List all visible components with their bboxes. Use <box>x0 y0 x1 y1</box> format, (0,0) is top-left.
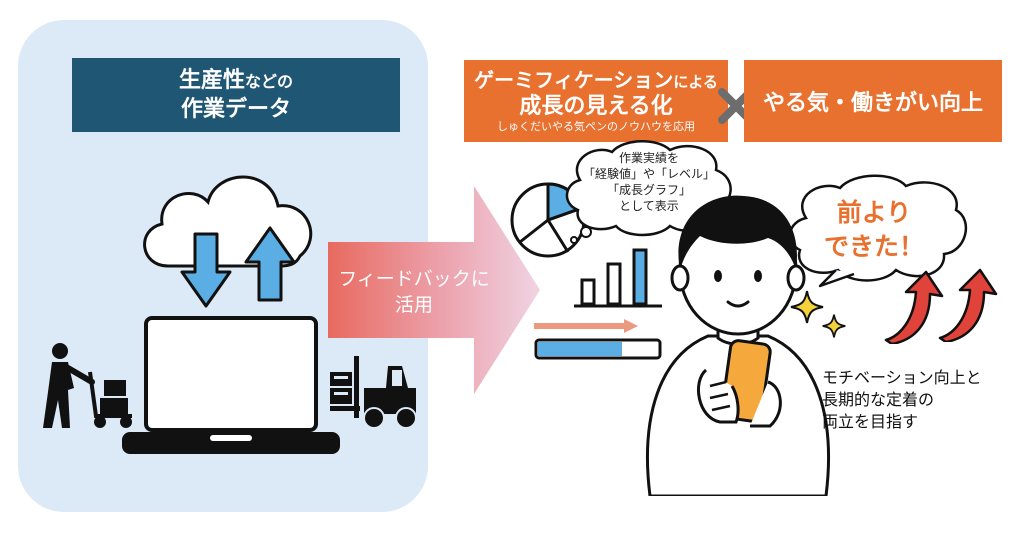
gamification-line3: しゅくだいやる気ペンのノウハウを応用 <box>497 120 695 133</box>
bubble-right-line1: 前より <box>836 198 912 227</box>
bar-chart-icon <box>574 248 662 308</box>
caption-line3: 両立を目指す <box>822 412 919 431</box>
bubble-left-line1: 作業実績を <box>618 151 679 165</box>
bubble-left-line4: として表示 <box>619 199 679 213</box>
growth-arrow-icon <box>884 270 944 344</box>
caption-line2: 長期的な定着の <box>822 390 935 409</box>
gamification-main: ゲーミフィケーション <box>474 68 674 92</box>
feedback-label: フィードバックに 活用 <box>334 266 494 318</box>
gamification-small: による <box>673 73 718 91</box>
forklift-icon <box>330 356 417 429</box>
growth-arrow-icon <box>938 268 998 342</box>
speech-bubble-right-text: 前より できた！ <box>808 196 940 264</box>
caption: モチベーション向上と 長期的な定着の 両立を目指す <box>822 367 1022 433</box>
hand-truck-worker-icon <box>43 343 132 428</box>
gamification-line2: 成長の見える化 <box>519 94 673 119</box>
data-label-main: 生産性 <box>178 67 245 93</box>
laptop-icon <box>122 316 340 454</box>
speech-bubble-left-text: 作業実績を 「経験値」や「レベル」 「成長グラフ」 として表示 <box>574 150 724 214</box>
feedback-label-line1: フィードバックに <box>338 268 490 290</box>
bubble-left-line3: 「成長グラフ」 <box>606 183 691 197</box>
sparkle-icon <box>822 314 846 338</box>
data-label-line2: 作業データ <box>180 96 291 122</box>
motivation-label: やる気・働きがい向上 <box>762 91 983 116</box>
bubble-left-line2: 「経験値」や「レベル」 <box>582 167 715 181</box>
sparkle-icon <box>790 290 824 324</box>
motivation-banner: やる気・働きがい向上 <box>744 60 1002 142</box>
data-label-small: などの <box>245 71 294 91</box>
work-data-label: 生産性などの 作業データ <box>72 58 400 132</box>
download-arrow-icon <box>180 232 232 308</box>
upload-arrow-icon <box>244 226 296 302</box>
person-with-smartphone-icon <box>646 195 830 496</box>
feedback-label-line2: 活用 <box>394 294 433 316</box>
gamification-banner: ゲーミフィケーションによる 成長の見える化 しゅくだいやる気ペンのノウハウを応用 <box>464 60 728 142</box>
feedback-arrow <box>328 186 540 394</box>
progress-bar-icon <box>534 319 662 360</box>
caption-line1: モチベーション向上と <box>822 368 982 387</box>
speech-bubble-right <box>788 174 968 288</box>
bubble-right-line2: できた！ <box>823 232 924 261</box>
